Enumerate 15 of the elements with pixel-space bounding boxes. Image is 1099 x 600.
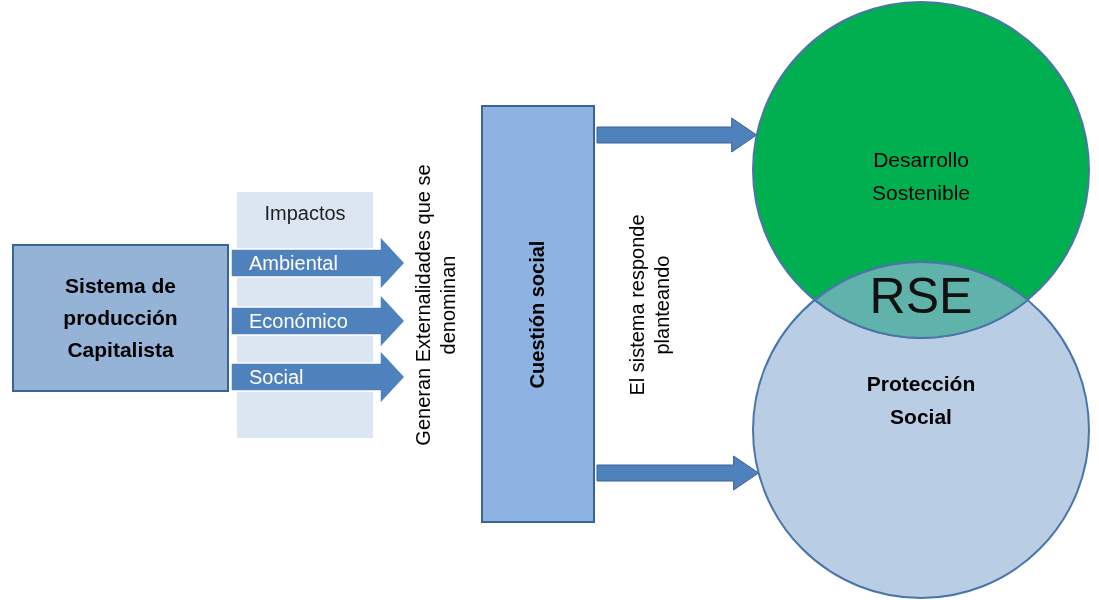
edge-label: Ambiental bbox=[249, 251, 338, 275]
rotated-text: Generan Externalidades que se denominan bbox=[411, 163, 460, 448]
overlap-label: RSE bbox=[869, 268, 973, 324]
circle-label: Desarrollo Sostenible bbox=[870, 147, 972, 206]
circle-label: Protección Social bbox=[865, 371, 977, 430]
panel-heading: Impactos bbox=[264, 202, 346, 225]
rotated-text: El sistema responde planteando bbox=[625, 213, 674, 398]
block-arrow bbox=[596, 117, 758, 153]
block-arrow bbox=[596, 455, 760, 491]
process-box bbox=[12, 244, 229, 392]
box-label: Cuestión social bbox=[526, 240, 550, 388]
edge-label: Económico bbox=[249, 309, 348, 333]
process-box bbox=[481, 105, 595, 523]
edge-label: Social bbox=[249, 365, 304, 389]
box-label: Sistema de producción Capitalista bbox=[62, 273, 179, 363]
